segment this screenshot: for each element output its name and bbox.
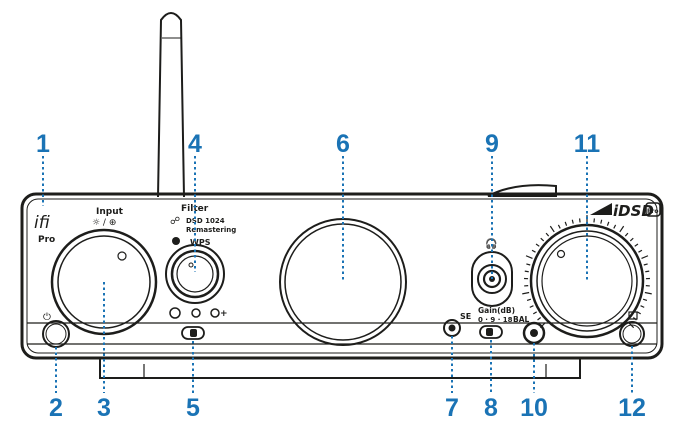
volume-tick — [537, 317, 542, 321]
volume-tick — [606, 221, 610, 226]
filter-switch[interactable]: + — [169, 307, 228, 340]
volume-tick — [645, 270, 650, 273]
volume-tick — [643, 263, 648, 266]
callout-8: 8 — [484, 394, 498, 422]
wps-filter-knob[interactable] — [165, 244, 225, 304]
volume-tick — [613, 224, 617, 229]
idsd-logo-text: iDSD — [613, 202, 654, 220]
wps-label: WPS — [190, 238, 211, 247]
callout-5: 5 — [186, 394, 200, 422]
remote-sensor — [619, 311, 645, 347]
callout-2: 2 — [49, 394, 63, 422]
device-base — [99, 357, 581, 379]
pro-logo-text: Pro — [38, 235, 55, 245]
dsd1024-label: DSD 1024 — [186, 217, 225, 225]
callout-6: 6 — [336, 130, 350, 158]
volume-scale-ticks — [522, 215, 652, 329]
callout-numbers: 1 2 3 4 5 6 7 8 9 10 11 12 — [36, 130, 646, 422]
front-panel — [20, 192, 664, 360]
se-label: SE — [460, 312, 471, 321]
wifi-icon — [172, 237, 180, 245]
gain-label: Gain(dB) — [478, 306, 515, 315]
volume-tick — [524, 270, 529, 273]
volume-tick — [642, 298, 648, 302]
callout-11: 11 — [574, 130, 601, 158]
callout-4: 4 — [188, 130, 202, 158]
volume-tick — [638, 249, 643, 253]
volume-tick — [600, 219, 603, 224]
volume-tick — [624, 232, 629, 237]
volume-tick — [532, 311, 538, 315]
gain-switch[interactable]: Gain(dB) 0 · 9 · 18 — [478, 306, 515, 339]
svg-text:+: + — [220, 309, 228, 319]
volume-tick — [522, 291, 530, 295]
volume-tick — [571, 219, 574, 224]
volume-tick — [540, 237, 545, 242]
volume-tick — [545, 232, 550, 237]
callout-10: 10 — [520, 394, 548, 422]
input-selector-knob[interactable]: Input ☼ / ⊕ — [50, 207, 158, 336]
ifi-logo: ifi Pro — [34, 213, 55, 245]
volume-tick — [557, 224, 561, 229]
callout-1: 1 — [36, 130, 50, 158]
gain-values: 0 · 9 · 18 — [478, 316, 513, 324]
volume-tick — [619, 225, 625, 233]
bluetooth-icon: ☍ — [170, 216, 180, 227]
callout-3: 3 — [97, 394, 111, 422]
callout-7: 7 — [445, 394, 459, 422]
idsd-logo: iDSD Pro — [590, 202, 661, 220]
se-jack[interactable]: SE — [443, 312, 471, 337]
volume-tick — [636, 311, 642, 315]
volume-knob[interactable] — [522, 215, 652, 339]
volume-tick — [640, 305, 645, 308]
input-label: Input — [96, 207, 124, 217]
callout-9: 9 — [485, 130, 499, 158]
filter-icon-3 — [210, 308, 220, 318]
volume-tick — [564, 221, 568, 226]
ifi-logo-text: ifi — [34, 213, 50, 233]
volume-tick — [526, 263, 531, 266]
volume-tick — [644, 291, 652, 295]
volume-tick — [525, 255, 533, 259]
power-icon: ⏻ — [43, 312, 51, 323]
volume-tick — [529, 305, 534, 308]
volume-tick — [634, 243, 639, 247]
filter-labels: Filter ☍ DSD 1024 Remastering WPS — [170, 204, 236, 247]
volume-tick — [539, 322, 546, 329]
idsd-badge: Pro — [647, 208, 658, 215]
callout-leaders — [42, 156, 633, 393]
volume-tick — [629, 237, 634, 242]
callout-12: 12 — [618, 394, 646, 422]
antenna — [157, 12, 185, 198]
volume-wedge-icon — [590, 203, 612, 215]
filter-icon-2 — [191, 308, 201, 318]
filter-icon-1 — [169, 307, 181, 319]
input-icons: ☼ / ⊕ — [92, 218, 116, 228]
volume-tick — [549, 225, 555, 233]
display-window — [279, 218, 407, 346]
volume-tick — [535, 243, 540, 247]
filter-label: Filter — [181, 204, 209, 214]
volume-tick — [526, 298, 532, 302]
bal-label: BAL — [513, 315, 530, 324]
headphone-icon: 🎧 — [485, 237, 497, 250]
volume-tick — [641, 255, 649, 259]
volume-tick — [531, 249, 536, 253]
remastering-label: Remastering — [186, 226, 236, 234]
